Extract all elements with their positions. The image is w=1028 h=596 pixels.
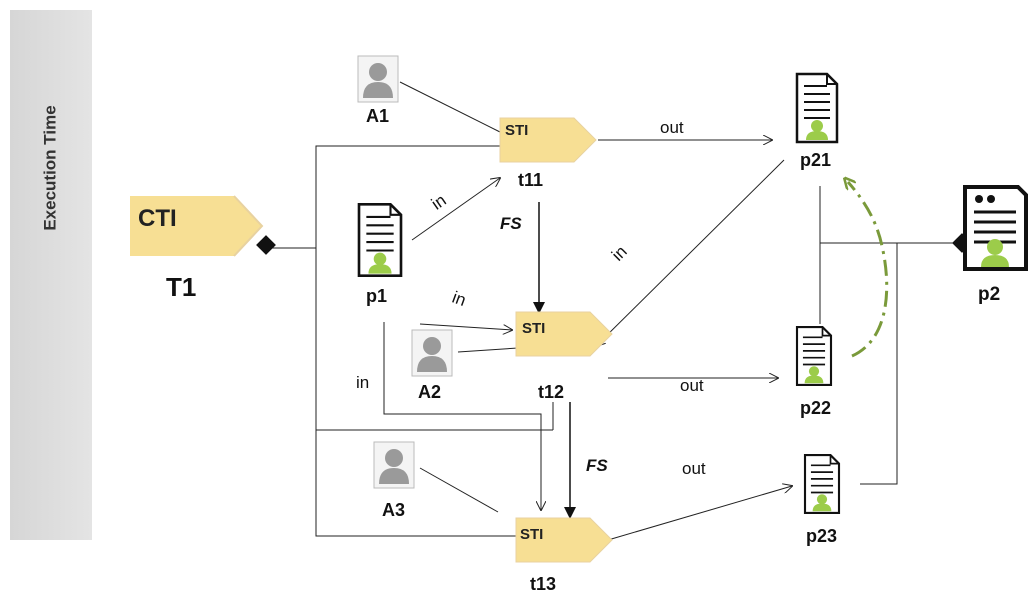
edge-label-in: in: [450, 288, 469, 310]
task-label-t11: t11: [518, 170, 543, 190]
product-label-p1: p1: [366, 286, 387, 306]
actor-a1: A1: [357, 55, 399, 126]
product-p23: p23: [803, 454, 841, 546]
task-t12: STI t12: [515, 311, 613, 402]
task-t13: STI t13: [515, 517, 613, 594]
product-p21: p21: [795, 72, 839, 170]
edge-label-in: in: [608, 242, 631, 265]
edge-label-in: in: [356, 373, 369, 392]
sti-shape: [515, 311, 613, 357]
split-diamond: [256, 235, 276, 255]
derivation-arrow: [848, 182, 889, 358]
product-label-p21: p21: [800, 150, 831, 170]
cti-badge: CTI: [138, 205, 177, 232]
document-icon: [357, 202, 403, 278]
task-label-t13: t13: [530, 574, 556, 594]
actor-label-a2: A2: [418, 382, 441, 402]
edge-label-out: out: [680, 376, 704, 395]
edge-label-in: in: [428, 190, 450, 213]
product-label-p22: p22: [800, 398, 831, 418]
sti-badge: STI: [520, 526, 543, 543]
person-icon: [373, 441, 415, 489]
sti-shape: [499, 117, 597, 163]
edge-label-out: out: [660, 118, 684, 137]
execution-time-band: [10, 10, 92, 540]
task-label-t12: t12: [538, 382, 564, 402]
actor-label-a3: A3: [382, 500, 405, 520]
product-label-p2: p2: [978, 284, 1000, 305]
cti-shape: [130, 196, 262, 256]
edge-label-fs: FS: [586, 456, 608, 475]
document-icon: [803, 454, 841, 514]
edge-label-fs: FS: [500, 214, 522, 233]
actor-a2: A2: [411, 329, 453, 402]
edge-label-out: out: [682, 459, 706, 478]
document-icon: [795, 72, 839, 144]
sti-badge: STI: [522, 320, 545, 337]
fs-arrows: [533, 202, 576, 519]
composite-document-icon: [963, 185, 1028, 271]
product-p2: p2: [963, 185, 1028, 305]
t1-label: T1: [166, 272, 196, 302]
product-p22: p22: [795, 326, 833, 418]
sti-shape: [515, 517, 613, 563]
actor-a3: A3: [373, 441, 415, 520]
task-t11: STI t11: [499, 117, 597, 190]
actor-label-a1: A1: [366, 106, 389, 126]
connectors: [268, 81, 962, 541]
person-icon: [411, 329, 453, 377]
product-label-p23: p23: [806, 526, 837, 546]
composite-task-t1: CTI T1: [130, 195, 264, 302]
sti-badge: STI: [505, 122, 528, 139]
person-icon: [357, 55, 399, 103]
product-p1: p1: [357, 202, 403, 306]
document-icon: [795, 326, 833, 386]
